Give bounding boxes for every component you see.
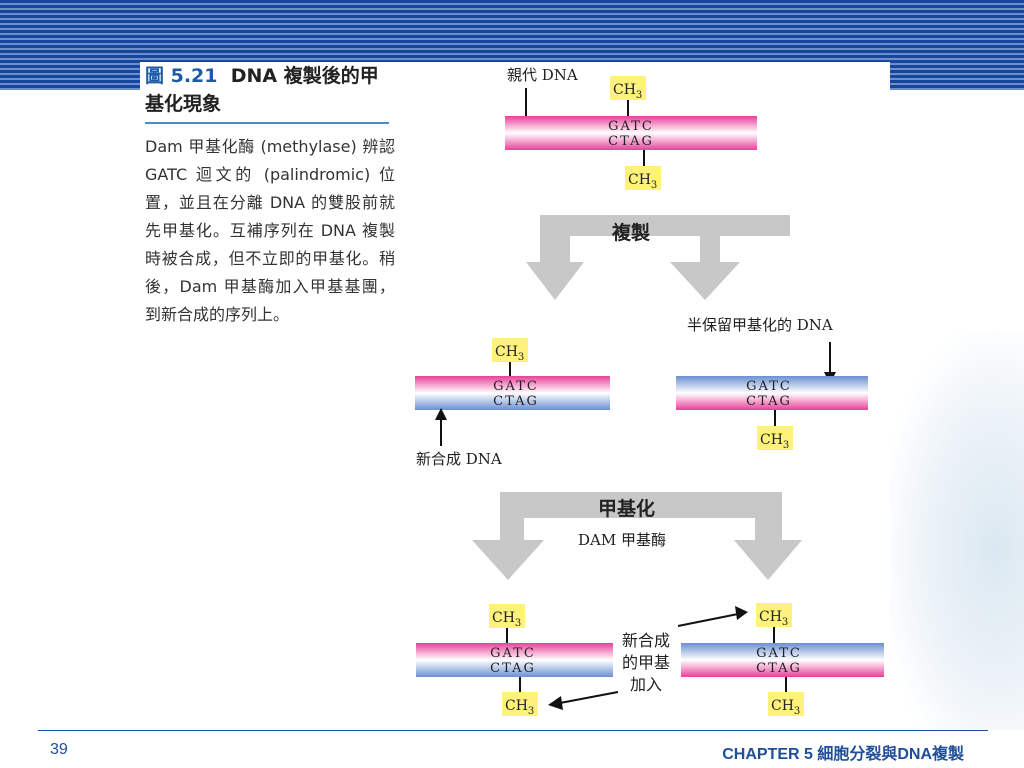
left-dna-duplex: GATC CTAG [415, 376, 610, 410]
figure-caption-title: 圖 5.21 DNA 複製後的甲基化現象 [145, 62, 395, 118]
right-dna-duplex: GATC CTAG [676, 376, 868, 410]
final-left-ch3-bottom: CH3 [502, 692, 538, 717]
svg-text:CH3: CH3 [759, 609, 788, 628]
parent-dna-duplex: GATC CTAG [505, 116, 757, 150]
final-right-ch3-bottom: CH3 [768, 692, 804, 717]
svg-text:CTAG: CTAG [756, 661, 802, 676]
caption-rule [145, 122, 389, 124]
final-right-dna-duplex: GATC CTAG [681, 643, 884, 677]
svg-text:GATC: GATC [608, 119, 654, 134]
svg-text:CH3: CH3 [628, 172, 657, 191]
figure-number: 圖 5.21 [145, 65, 218, 87]
svg-text:GATC: GATC [493, 379, 539, 394]
final-right-ch3-top: CH3 [756, 603, 792, 628]
svg-text:GATC: GATC [756, 646, 802, 661]
svg-text:CTAG: CTAG [746, 394, 792, 409]
semi-methylated-label: 半保留甲基化的 DNA [687, 316, 833, 334]
new-methyl-label-line2: 的甲基 [622, 653, 670, 672]
left-ch3-top: CH3 [492, 338, 528, 363]
final-left-ch3-top: CH3 [489, 604, 525, 629]
methylation-label: 甲基化 [598, 497, 655, 520]
svg-text:GATC: GATC [746, 379, 792, 394]
svg-text:CH3: CH3 [505, 698, 534, 717]
new-methyl-label-line3: 加入 [630, 675, 662, 694]
parent-ch3-top: CH3 [610, 76, 646, 101]
methylation-split-arrow [472, 492, 802, 580]
svg-text:CTAG: CTAG [608, 134, 654, 149]
svg-text:CH3: CH3 [495, 344, 524, 363]
replication-label: 複製 [611, 221, 650, 244]
svg-text:CH3: CH3 [771, 698, 800, 717]
svg-text:CTAG: CTAG [490, 661, 536, 676]
svg-text:GATC: GATC [490, 646, 536, 661]
svg-text:CTAG: CTAG [493, 394, 539, 409]
chapter-title: CHAPTER 5 細胞分裂與DNA複製 [722, 746, 964, 763]
new-strand-label: 新合成 DNA [416, 450, 502, 468]
right-ch3-bottom: CH3 [757, 426, 793, 451]
svg-text:CH3: CH3 [760, 432, 789, 451]
new-methyl-arrow-left [559, 691, 619, 704]
background-decoration [884, 330, 1024, 730]
final-left-dna-duplex: GATC CTAG [416, 643, 613, 677]
new-methyl-arrow-right [677, 613, 739, 627]
figure-title: DNA 複製後的甲基化現象 [145, 65, 379, 115]
parent-ch3-bottom: CH3 [625, 166, 661, 191]
footer-rule [38, 730, 988, 731]
svg-text:CH3: CH3 [613, 82, 642, 101]
page-number: 39 [50, 741, 68, 758]
replication-split-arrow [526, 215, 790, 300]
dam-methylase-label: DAM 甲基酶 [578, 531, 666, 549]
svg-text:CH3: CH3 [492, 610, 521, 629]
parent-dna-label: 親代 DNA [507, 66, 578, 84]
figure-caption-text: Dam 甲基化酶 (methylase) 辨認 GATC 迴文的 (palind… [145, 137, 395, 324]
new-methyl-label-line1: 新合成 [622, 631, 670, 650]
